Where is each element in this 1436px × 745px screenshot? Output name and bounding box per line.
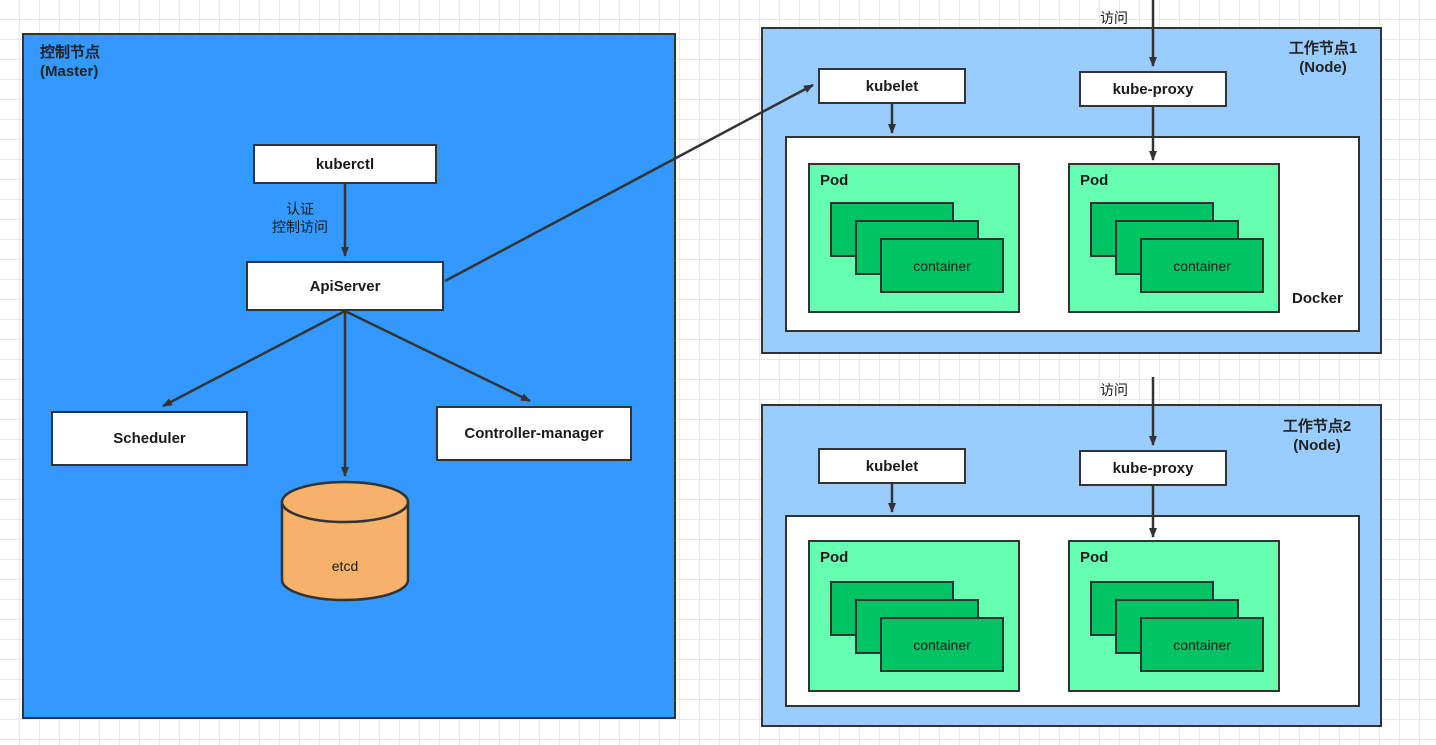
worker-node-1-pod-1-container-1[interactable]: container: [880, 238, 1004, 293]
pod-label: Pod: [1080, 172, 1109, 189]
controller-manager-label: Controller-manager: [464, 425, 604, 442]
kubelet-label: kubelet: [865, 457, 919, 475]
etcd-label: etcd: [331, 558, 359, 574]
apiserver-label: ApiServer: [309, 277, 381, 295]
worker-node-2-pod-2-container-1[interactable]: container: [1140, 617, 1264, 672]
pod-label: Pod: [820, 172, 849, 189]
kube-proxy-label: kube-proxy: [1112, 80, 1194, 98]
apiserver-box[interactable]: ApiServer: [246, 261, 444, 311]
pod-label: Pod: [820, 549, 849, 566]
auth-edge-label: 认证 控制访问: [272, 201, 328, 236]
scheduler-box[interactable]: Scheduler: [51, 411, 248, 466]
worker-node-1-label: 工作节点1 (Node): [1288, 40, 1358, 76]
kuberctl-label: kuberctl: [315, 155, 375, 173]
master-node-container: [22, 33, 676, 719]
worker-node-2-kubelet-box[interactable]: kubelet: [818, 448, 966, 484]
scheduler-label: Scheduler: [113, 430, 186, 447]
worker-node-1-pod-2-container-1[interactable]: container: [1140, 238, 1264, 293]
worker-node-2-pod-1-container-1[interactable]: container: [880, 617, 1004, 672]
pod-label: Pod: [1080, 549, 1109, 566]
kubelet-label: kubelet: [865, 77, 919, 95]
master-node-label: 控制节点 (Master): [40, 44, 101, 80]
worker-node-1-kubelet-box[interactable]: kubelet: [818, 68, 966, 104]
etcd-shape-icon: [280, 480, 410, 602]
etcd-cylinder[interactable]: etcd: [280, 480, 410, 602]
worker-node-2-label: 工作节点2 (Node): [1282, 418, 1352, 454]
controller-manager-box[interactable]: Controller-manager: [436, 406, 632, 461]
kube-proxy-label: kube-proxy: [1112, 459, 1194, 477]
kuberctl-box[interactable]: kuberctl: [253, 144, 437, 184]
worker-node-1-access-label: 访问: [1100, 10, 1128, 26]
worker-node-2-kube-proxy-box[interactable]: kube-proxy: [1079, 450, 1227, 486]
worker-node-1-docker-label: Docker: [1292, 290, 1343, 307]
worker-node-2-access-label: 访问: [1100, 382, 1128, 398]
worker-node-1-kube-proxy-box[interactable]: kube-proxy: [1079, 71, 1227, 107]
